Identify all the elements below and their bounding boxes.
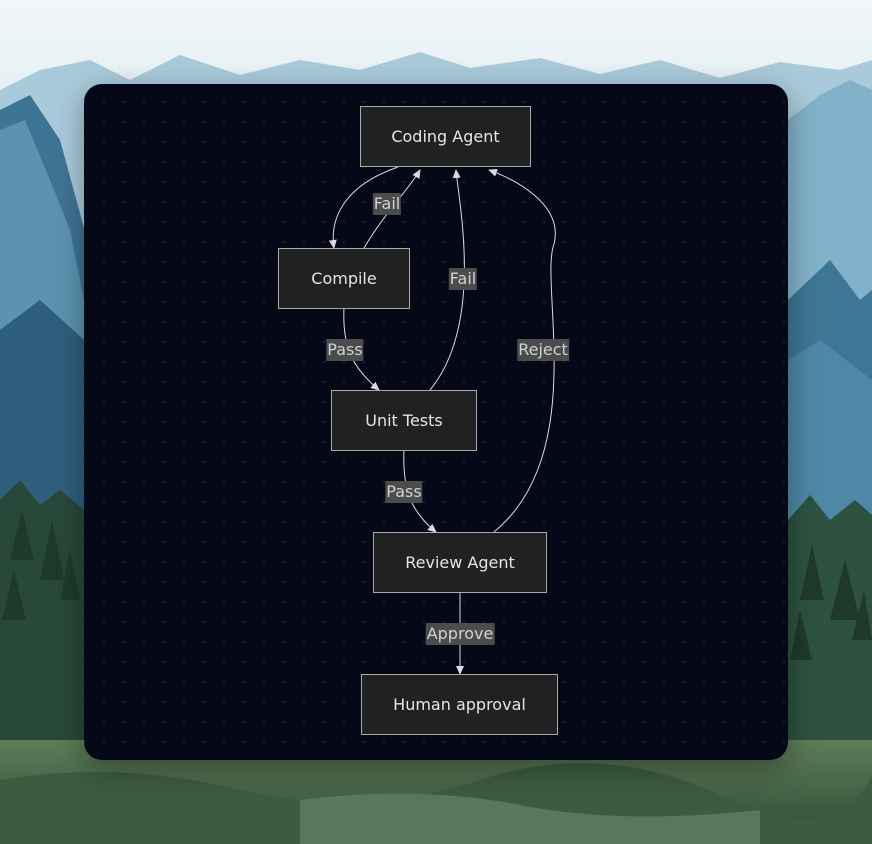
edge-review-reject-to-coding bbox=[488, 168, 556, 533]
edge-label-unittests-fail: Fail bbox=[448, 268, 478, 290]
edge-label-unittests-pass: Pass bbox=[385, 481, 423, 503]
node-human-approval[interactable]: Human approval bbox=[361, 674, 558, 735]
edge-label-compile-fail: Fail bbox=[372, 193, 402, 215]
edge-label-compile-pass: Pass bbox=[326, 339, 364, 361]
node-compile[interactable]: Compile bbox=[278, 248, 410, 309]
edge-label-review-reject: Reject bbox=[517, 339, 569, 361]
edge-label-review-approve: Approve bbox=[425, 623, 495, 645]
node-review-agent[interactable]: Review Agent bbox=[373, 532, 547, 593]
node-coding-agent[interactable]: Coding Agent bbox=[360, 106, 531, 167]
node-unit-tests[interactable]: Unit Tests bbox=[331, 390, 477, 451]
flowchart: Coding Agent Compile Unit Tests Review A… bbox=[84, 84, 788, 760]
edge-coding-to-compile bbox=[328, 166, 399, 249]
